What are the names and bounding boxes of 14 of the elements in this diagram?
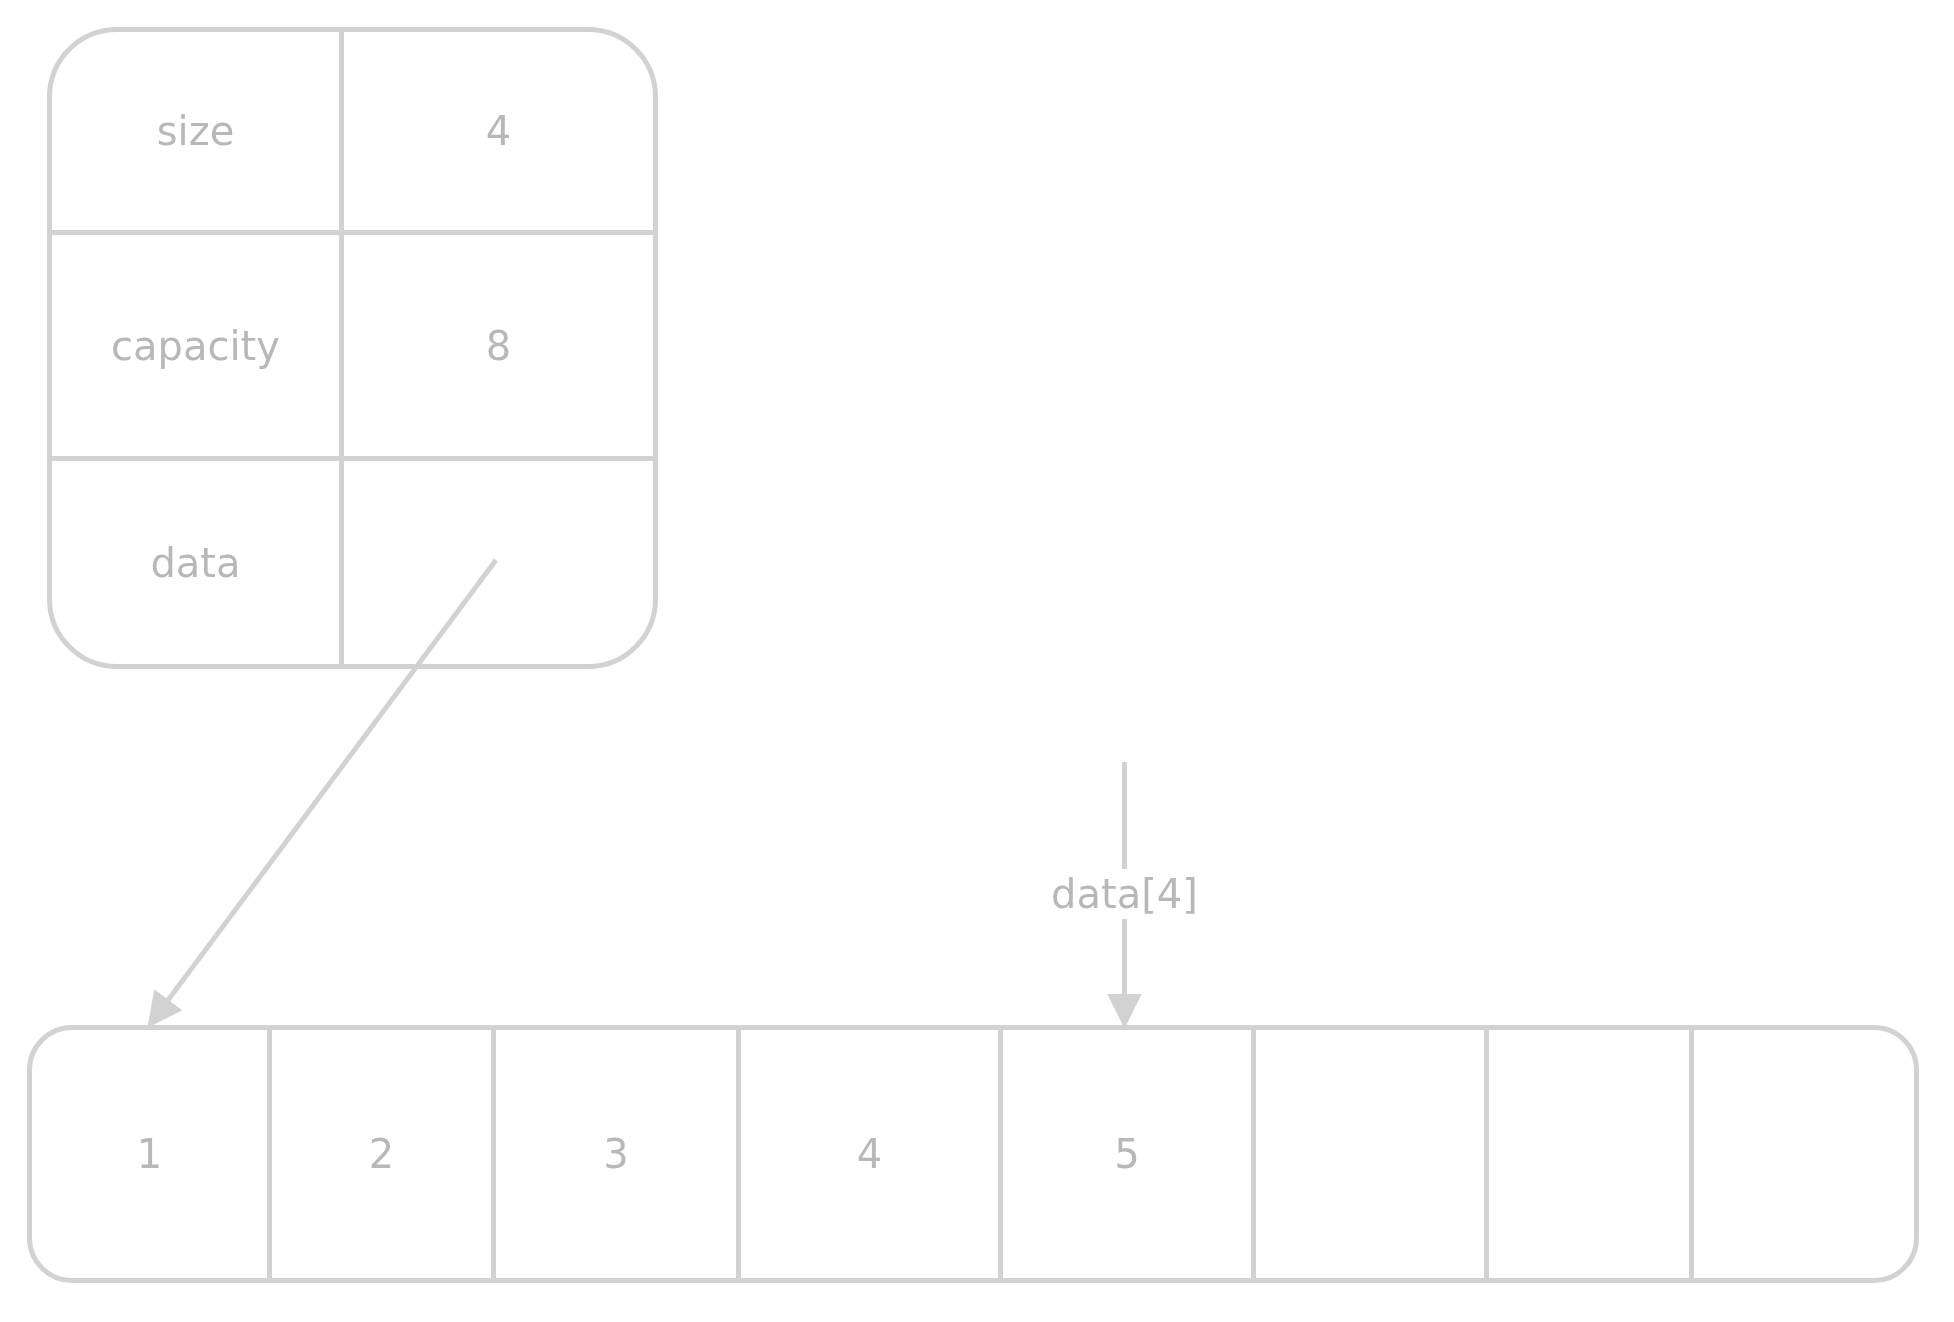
struct-box	[47, 27, 658, 669]
table-cell: 2	[267, 1030, 491, 1278]
table-cell: 4	[736, 1030, 998, 1278]
arrow	[147, 558, 498, 1028]
table-cell: 5	[998, 1030, 1251, 1278]
table-cell: 4	[339, 32, 653, 230]
table-cell: data	[52, 456, 339, 664]
table-cell: 3	[491, 1030, 736, 1278]
table-cell: 1	[32, 1030, 267, 1278]
table-cell: 8	[339, 230, 653, 456]
struct-box	[27, 1025, 1919, 1283]
table-cell: capacity	[52, 230, 339, 456]
table-cell: size	[52, 32, 339, 230]
table-cell	[339, 456, 653, 664]
